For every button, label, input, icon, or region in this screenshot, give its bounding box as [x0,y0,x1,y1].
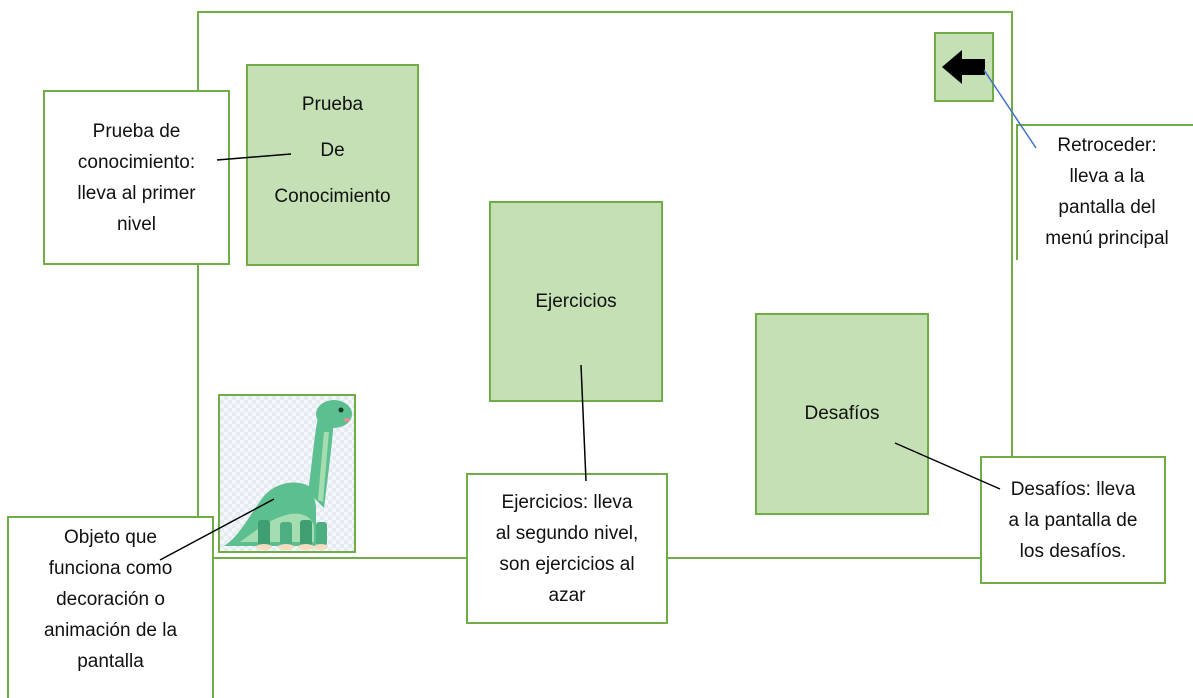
callout-desafios-line-1: Desafíos: lleva [1010,478,1136,500]
prueba-de-conocimiento-button[interactable]: Prueba De Conocimiento [246,64,419,266]
callout-objeto-line-3: decoración o [56,589,165,610]
desafios-button[interactable]: Desafíos [755,313,929,515]
ejercicios-button[interactable]: Ejercicios [489,201,663,402]
desafios-button-label: Desafíos [804,403,880,425]
callout-prueba-line-3: lleva al primer [77,182,196,204]
callout-objeto-line-1: Objeto que [64,527,157,548]
back-button[interactable] [934,32,994,102]
prueba-button-line-2: De [320,139,345,161]
callout-retroceder-line-3: pantalla del [1058,197,1156,218]
callout-objeto-line-2: funciona como [48,558,173,579]
callout-desafios: Desafíos: lleva a la pantalla de los des… [980,456,1166,584]
callout-ejercicios-line-3: son ejercicios al [499,553,635,575]
callout-ejercicios: Ejercicios: lleva al segundo nivel, son … [466,473,668,624]
ejercicios-button-label: Ejercicios [535,290,617,312]
dinosaur-decoration [218,394,356,553]
prueba-button-line-1: Prueba [301,94,364,115]
callout-prueba-line-1: Prueba de [92,120,181,142]
prueba-button-line-3: Conocimiento [274,185,391,207]
callout-prueba-line-2: conocimiento: [77,151,196,173]
callout-retroceder: Retroceder: lleva a la pantalla del menú… [1016,124,1193,260]
callout-prueba-line-4: nivel [116,213,157,235]
callout-ejercicios-line-4: azar [548,584,586,606]
callout-desafios-line-2: a la pantalla de [1008,509,1138,531]
callout-objeto-line-5: pantalla [77,651,144,672]
callout-prueba: Prueba de conocimiento: lleva al primer … [43,90,230,265]
callout-ejercicios-line-2: al segundo nivel, [495,522,639,544]
callout-objeto-line-4: animación de la [43,620,178,641]
callout-retroceder-line-1: Retroceder: [1057,135,1157,156]
dinosaur-icon [224,400,352,550]
callout-objeto: Objeto que funciona como decoración o an… [7,516,214,698]
callout-ejercicios-line-1: Ejercicios: lleva [501,491,633,513]
callout-retroceder-line-2: lleva a la [1069,166,1145,187]
arrow-left-icon [942,50,985,84]
callout-desafios-line-3: los desafíos. [1019,540,1127,562]
callout-retroceder-line-4: menú principal [1045,228,1169,249]
